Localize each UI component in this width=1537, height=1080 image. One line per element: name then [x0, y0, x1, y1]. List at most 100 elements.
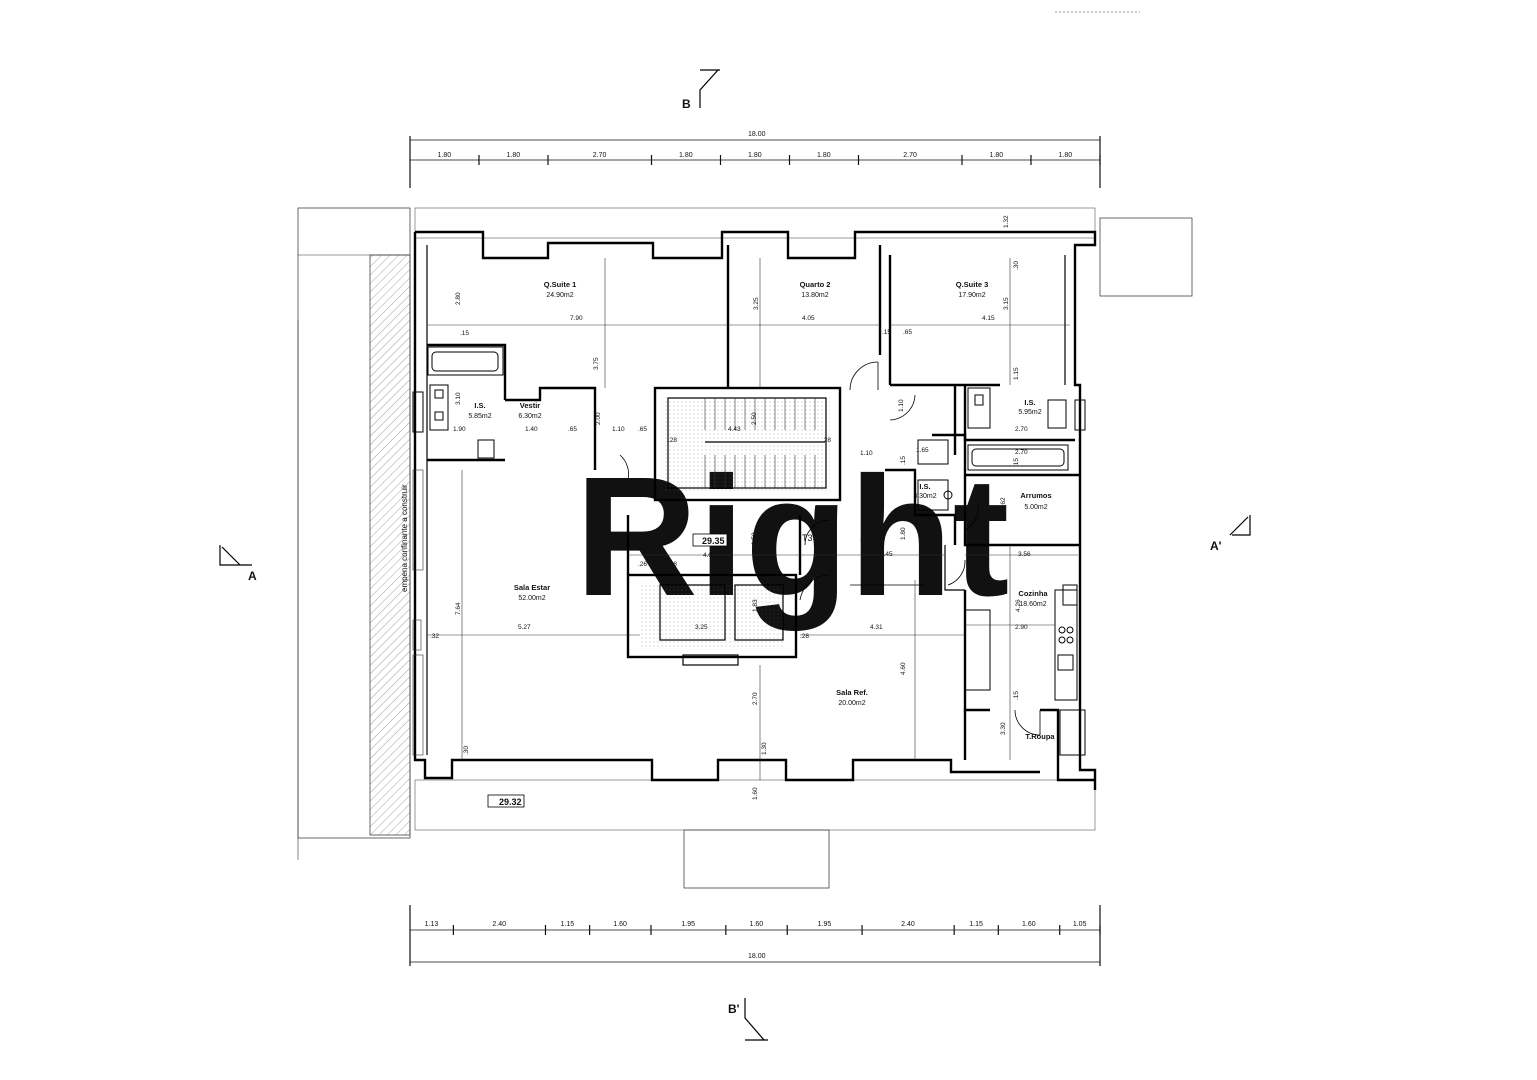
inner-dim: .28 [668, 437, 677, 444]
section-mark-bottom: B' [728, 998, 768, 1041]
inner-dim: .65 [903, 329, 912, 336]
room-name-vestir: Vestir [520, 401, 541, 410]
bottom-segment-dim: 1.15 [561, 921, 575, 928]
room-name-sala-ref: Sala Ref. [836, 688, 868, 697]
inner-dim: 3.75 [593, 357, 600, 370]
inner-dim: .30 [1013, 261, 1020, 270]
inner-dimension-lines [427, 258, 1078, 780]
inner-dim: 1.10 [612, 426, 625, 433]
inner-dim: 3.10 [455, 392, 462, 405]
inner-dim: 2.70 [1015, 426, 1028, 433]
inner-dim: 3.25 [753, 297, 760, 310]
room-name-is-small: I.S. [919, 482, 930, 491]
top-segment-dim: 2.70 [903, 152, 917, 159]
room-area-qsuite3: 17.90m2 [958, 292, 985, 299]
inner-dim: .15 [1013, 458, 1020, 467]
top-segment-dim: 1.80 [990, 152, 1004, 159]
room-name-qsuite3: Q.Suite 3 [956, 280, 989, 289]
inner-dim: 1.30 [761, 742, 768, 755]
room-name-troupa: T.Roupa [1025, 732, 1055, 741]
svg-text:B: B [682, 97, 691, 111]
inner-dim: 3.25 [695, 624, 708, 631]
unit-type: T3 [802, 533, 813, 543]
inner-dim: 2.00 [595, 412, 602, 425]
inner-dim: 1.32 [1003, 215, 1010, 228]
inner-dim: .15 [882, 329, 891, 336]
room-area-sala-estar: 52.00m2 [518, 595, 545, 602]
inner-dim: 4.43 [728, 426, 741, 433]
bottom-segment-dim: 1.60 [1022, 921, 1036, 928]
doors [619, 361, 1041, 736]
top-total-dim: 18.00 [748, 131, 766, 138]
inner-dim: 1.10 [898, 399, 905, 412]
inner-dim: .65 [568, 426, 577, 433]
inner-dim: 7.64 [455, 602, 462, 615]
inner-dim: .28 [822, 437, 831, 444]
inner-dim: .32 [430, 633, 439, 640]
room-area-quarto2: 13.80m2 [801, 292, 828, 299]
bottom-total-dim: 18.00 [748, 953, 766, 960]
room-name-is-right: I.S. [1024, 398, 1035, 407]
inner-dim: 2.45 [880, 551, 893, 558]
room-name-sala-estar: Sala Estar [514, 583, 550, 592]
section-mark-left: A [219, 545, 257, 583]
bottom-segment-dim: 1.13 [425, 921, 439, 928]
room-name-arrumos: Arrumos [1020, 491, 1051, 500]
bottom-segment-dim: 1.95 [681, 921, 695, 928]
site-context [297, 207, 1193, 889]
top-segment-dim: 2.70 [593, 152, 607, 159]
inner-dim: 7.90 [570, 315, 583, 322]
room-area-sala-ref: 20.00m2 [838, 700, 865, 707]
level-exterior: 29.32 [487, 794, 525, 808]
inner-dim: 1.15 [1013, 367, 1020, 380]
bottom-segment-dim: 2.40 [492, 921, 506, 928]
inner-dim: 4.31 [870, 624, 883, 631]
interior-walls [427, 245, 1080, 760]
room-name-is-left: I.S. [474, 401, 485, 410]
room-area-cozinha: 18.60m2 [1019, 601, 1046, 608]
inner-dim: .15 [460, 330, 469, 337]
top-segment-dim: 1.80 [748, 152, 762, 159]
inner-dim: 1.50 [751, 532, 758, 545]
outer-walls [413, 230, 1097, 790]
inner-dim: 2.80 [455, 292, 462, 305]
inner-dim: 1.40 [525, 426, 538, 433]
inner-dim: .15 [1013, 691, 1020, 700]
inner-dim: .15 [900, 456, 907, 465]
inner-dim: 5.27 [518, 624, 531, 631]
svg-text:29.35: 29.35 [702, 536, 725, 546]
fixtures [412, 346, 1086, 756]
inner-dim: 1.62 [1000, 497, 1007, 510]
bottom-segment-dim: 1.95 [818, 921, 832, 928]
svg-text:29.32: 29.32 [499, 797, 522, 807]
inner-dim: 3.30 [1000, 722, 1007, 735]
inner-dim: 4.00 [703, 552, 716, 559]
section-mark-right: A' [1210, 515, 1251, 553]
room-area-vestir: 6.30m2 [518, 413, 541, 420]
bottom-segment-dim: 1.60 [750, 921, 764, 928]
level-interior: 29.35 [692, 533, 728, 547]
inner-dim: 1.65 [916, 447, 929, 454]
inner-dim: 1.83 [752, 599, 759, 612]
svg-text:B': B' [728, 1002, 740, 1016]
inner-dim: .28 [800, 633, 809, 640]
inner-dim: .30 [463, 746, 470, 755]
unit-suffix: A [815, 539, 821, 548]
inner-dim: 1.22 [815, 551, 828, 558]
inner-dim: .26 [638, 561, 647, 568]
inner-dim: .65 [638, 426, 647, 433]
inner-dim: 3.56 [1018, 551, 1031, 558]
section-mark-top: B [682, 69, 720, 111]
room-labels: Q.Suite 1 24.90m2 Quarto 2 13.80m2 Q.Sui… [468, 280, 1055, 741]
room-area-hall: 6.00m2 [860, 537, 883, 544]
inner-dim: 1.90 [453, 426, 466, 433]
top-segment-dim: 1.80 [1059, 152, 1073, 159]
room-name-quarto2: Quarto 2 [800, 280, 831, 289]
room-area-qsuite1: 24.90m2 [546, 292, 573, 299]
inner-dim: 1.80 [900, 527, 907, 540]
top-segment-dim: 1.80 [507, 152, 521, 159]
room-area-is-left: 5.85m2 [468, 413, 491, 420]
inner-dim: 2.70 [1015, 449, 1028, 456]
